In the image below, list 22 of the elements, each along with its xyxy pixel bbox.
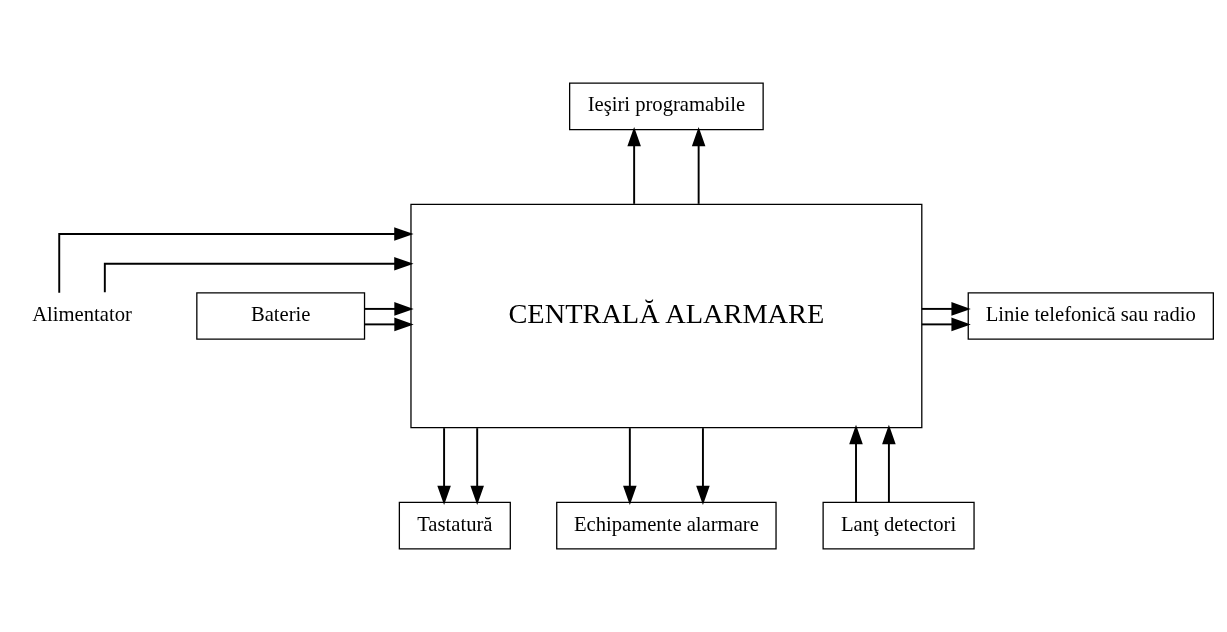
node-box: Linie telefonică sau radio xyxy=(967,292,1214,340)
arrow xyxy=(363,317,414,332)
arrow xyxy=(437,427,451,505)
arrow xyxy=(920,302,971,316)
arrow xyxy=(470,427,484,505)
arrow xyxy=(103,256,414,294)
arrow xyxy=(627,127,641,205)
arrow xyxy=(849,424,863,504)
node-box: Baterie xyxy=(196,292,366,340)
node-box: Tastatură xyxy=(398,501,511,550)
node-box: CENTRALĂ ALARMARE xyxy=(410,203,923,429)
arrow xyxy=(623,427,637,505)
arrow xyxy=(363,302,414,316)
node-text: Alimentator xyxy=(32,302,132,325)
arrow xyxy=(58,227,414,294)
node-box: Echipamente alarmare xyxy=(556,501,777,550)
arrow xyxy=(691,127,706,205)
node-box: Lanţ detectori xyxy=(822,501,975,550)
arrow xyxy=(696,427,710,505)
arrow xyxy=(882,424,896,504)
node-box: Ieşiri programabile xyxy=(569,82,764,131)
arrow xyxy=(920,317,971,332)
